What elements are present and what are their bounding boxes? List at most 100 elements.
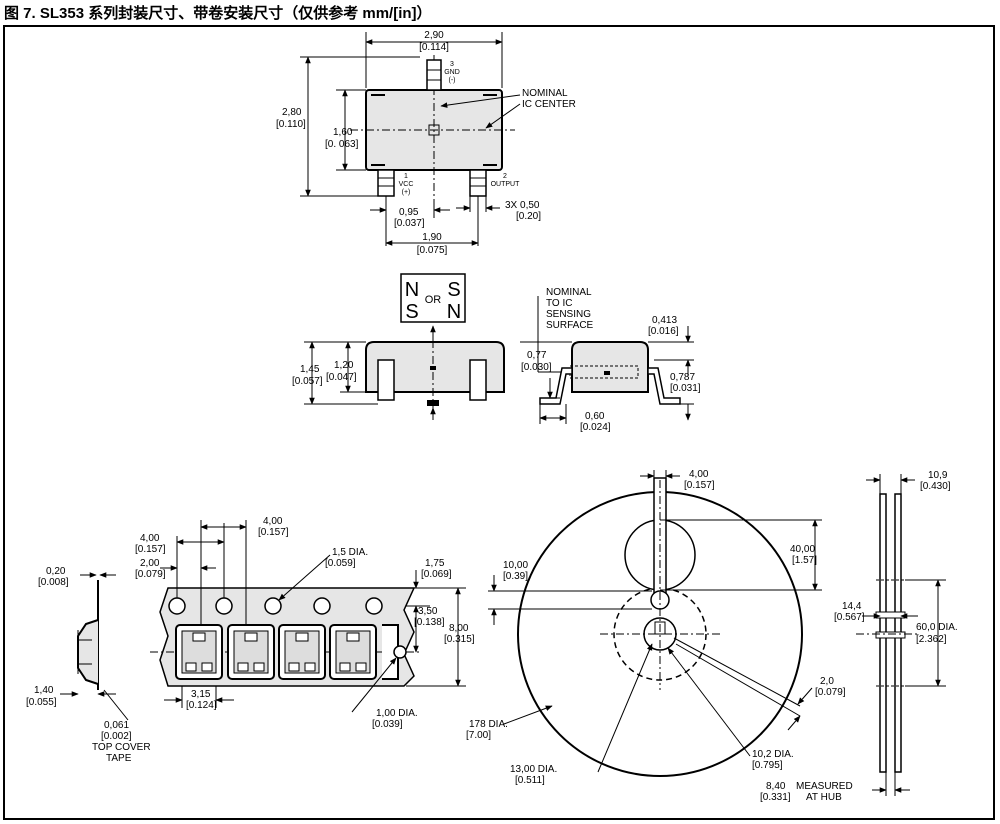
dim-front-total-in: [0.057] <box>292 376 323 387</box>
dim-lead-w: 3X 0,50 <box>505 200 540 211</box>
dim-hub-meas: 8,40 <box>766 781 786 792</box>
pole-n1: N <box>405 279 419 301</box>
dim-outer-in: [7.00] <box>466 730 491 741</box>
dim-hub-off: 10,00 <box>503 560 528 571</box>
dim-side-right: 0,787 <box>670 372 695 383</box>
dim-width-in: [0.114] <box>419 42 449 53</box>
dim-hole-d-in: [0.059] <box>325 558 356 569</box>
dim-span-in: [0.075] <box>417 245 448 256</box>
dim-pocket-t-in: [0.055] <box>26 697 57 708</box>
dim-center-in: [0.138] <box>414 617 445 628</box>
dim-center: 3,50 <box>418 606 438 617</box>
dim-height: 2,80 <box>282 107 302 118</box>
dim-pitch-a: 4,00 <box>140 533 160 544</box>
nominal-label-2: IC CENTER <box>522 99 576 110</box>
dim-key-in: [0.795] <box>752 760 783 771</box>
dim-edge: 1,75 <box>425 558 445 569</box>
dim-slot-w: 4,00 <box>689 469 709 480</box>
pin1-sign: (+) <box>402 189 411 196</box>
dim-arbor-in: [0.511] <box>515 775 545 786</box>
cover-label-1: TOP COVER <box>92 742 151 753</box>
dim-pitch-in: [0.037] <box>394 218 425 229</box>
dim-cover-t: 0,20 <box>46 566 66 577</box>
pin2-name: OUTPUT <box>491 181 521 188</box>
dim-window: 40,00 <box>790 544 815 555</box>
dim-cover-film: 0,061 <box>104 720 129 731</box>
dim-pocket-w-in: [0.124] <box>186 700 217 711</box>
dim-outer: 178 DIA. <box>469 719 508 730</box>
dim-arbor: 13,00 DIA. <box>510 764 557 775</box>
dim-hub-meas-in: [0.331] <box>760 792 791 803</box>
dim-rim: 2,0 <box>820 676 834 687</box>
dim-side-top: 0,413 <box>652 315 677 326</box>
dim-pocket-w: 3,15 <box>191 689 211 700</box>
dim-hub-w-in: [0.567] <box>834 612 865 623</box>
nominal-label-1: NOMINAL <box>522 88 568 99</box>
dim-width: 2,90 <box>424 30 444 41</box>
dim-hub-w: 14,4 <box>842 601 862 612</box>
reel-side-view: 10,9 [0.430] 14,4 [0.567] 60,0 DIA. [2.3… <box>760 470 958 803</box>
dim-hub-off-in: [0.39] <box>503 571 528 582</box>
tape-section: 0,20 [0.008] 1,40 [0.055] 0,061 [0.002] … <box>26 566 151 764</box>
pole-box: N S OR S N <box>400 273 466 340</box>
side-nominal-3: SENSING <box>546 309 591 320</box>
dim-body-h: 1,60 <box>333 127 353 138</box>
pin3-name: GND <box>444 69 460 76</box>
dim-flange: 10,9 <box>928 470 948 481</box>
dim-side-foot: 0,60 <box>585 411 605 422</box>
pin3-sign: (-) <box>449 77 456 84</box>
tape-top-view: 4,00 [0.157] 4,00 [0.157] 2,00 [0.079] 1… <box>135 516 475 730</box>
pin1-number: 1 <box>404 173 408 180</box>
drawing-frame <box>3 25 995 820</box>
dim-pitch-b: 4,00 <box>263 516 283 527</box>
dim-side-foot-in: [0.024] <box>580 422 611 433</box>
cover-label-2: TAPE <box>106 753 132 764</box>
pole-s2: S <box>447 279 460 301</box>
dim-edge-in: [0.069] <box>421 569 452 580</box>
dim-side-top-in: [0.016] <box>648 326 679 337</box>
dim-pitch: 0,95 <box>399 207 419 218</box>
dim-body-h-in: [0. 063] <box>325 139 359 150</box>
dim-hub-d: 60,0 DIA. <box>916 622 958 633</box>
dim-flange-in: [0.430] <box>920 481 951 492</box>
pin3-number: 3 <box>450 61 454 68</box>
side-nominal-1: NOMINAL <box>546 287 592 298</box>
pin2-number: 2 <box>503 173 507 180</box>
dim-hole-small: 1,00 DIA. <box>376 708 418 719</box>
dim-slot-w-in: [0.157] <box>684 480 715 491</box>
dim-front-body-in: [0.047] <box>326 372 357 383</box>
dim-side-right-in: [0.031] <box>670 383 701 394</box>
sprocket-holes <box>168 597 383 615</box>
front-view: 1,45 [0.057] 1,20 [0.047] <box>292 340 505 420</box>
dim-hole-d: 1,5 DIA. <box>332 547 368 558</box>
dim-tape-width-in: [0.315] <box>444 634 475 645</box>
side-nominal-4: SURFACE <box>546 320 594 331</box>
dim-front-body: 1,20 <box>334 360 354 371</box>
measured-label-2: AT HUB <box>806 792 842 803</box>
dim-side-left-in: [0.030] <box>521 362 552 373</box>
dim-pocket-t: 1,40 <box>34 685 54 696</box>
dim-key: 10,2 DIA. <box>752 749 794 760</box>
dim-height-in: [0.110] <box>276 119 306 130</box>
tape-pockets <box>175 624 399 680</box>
dim-cover-t-in: [0.008] <box>38 577 69 588</box>
dim-pitch-a-in: [0.157] <box>135 544 166 555</box>
side-nominal-2: TO IC <box>546 298 572 309</box>
top-view: 2,90 [0.114] 2,80 [0.110] 1,60 [0. 063] … <box>276 30 576 256</box>
dim-hole-off: 2,00 <box>140 558 160 569</box>
dim-pitch-b-in: [0.157] <box>258 527 289 538</box>
page-title: 图 7. SL353 系列封装尺寸、带卷安装尺寸（仅供参考 mm/[in]） <box>4 5 432 22</box>
dim-front-total: 1,45 <box>300 364 320 375</box>
dim-hub-d-in: [2.362] <box>916 634 947 645</box>
measured-label-1: MEASURED <box>796 781 853 792</box>
side-view: NOMINAL TO IC SENSING SURFACE 0,413 [0.0… <box>520 287 701 433</box>
dim-window-in: [1.57] <box>792 555 817 566</box>
pin1-name: VCC <box>399 181 414 188</box>
pole-n2: N <box>447 301 461 323</box>
dim-side-left: 0,77 <box>527 350 547 361</box>
pole-s1: S <box>405 301 418 323</box>
dim-hole-off-in: [0.079] <box>135 569 166 580</box>
reel-front-view: 4,00 [0.157] 10,00 [0.39] 40,00 [1.57] 2… <box>466 469 846 786</box>
dim-lead-w-in: [0.20] <box>516 211 541 222</box>
